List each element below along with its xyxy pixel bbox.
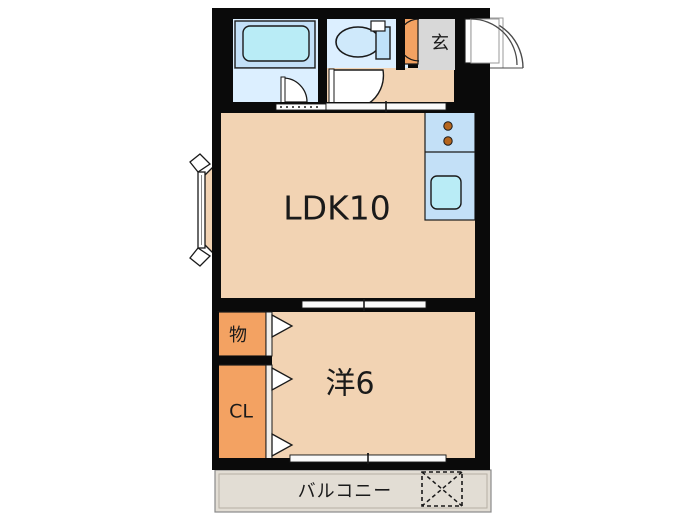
room-window-right-2 [367,454,447,463]
bath-toilet-divider [318,8,327,106]
western-room: 洋6 [268,312,482,464]
bathtub-inner [242,25,310,62]
entrance-door-leaf-2 [464,18,472,64]
balcony-inner-line [218,473,488,509]
western-room-label: 洋6 [325,367,374,402]
stove-burner-icon-2 [443,136,453,146]
ac-unit-cross-1 [421,471,463,507]
room-window-left-2 [289,454,369,463]
hallway [326,68,454,111]
cl-door-arrow-lower [271,432,294,458]
bay-window-cap-bottom [189,247,212,267]
toilet-room [326,18,408,68]
kitchen-sink-icon [430,175,462,210]
ldk-left-wall-top [212,113,221,155]
ldk-label: LDK10 [283,189,390,228]
storage-cl-divider-wall [212,356,272,365]
cl-label: CL [229,401,253,423]
ldk-right-wall [475,102,490,470]
ldk-left-wall-bottom [212,266,221,300]
entrance-bottom-wall [455,62,490,71]
cl-door-arrow-upper [271,366,294,392]
ldk-left-wall [212,112,221,298]
bay-window-cap-top [189,153,212,173]
stove-burner-icon-1 [443,121,453,131]
balcony-area: バルコニー [214,469,492,513]
toilet-flush-icon [370,20,386,32]
ldk-room-partition [212,298,490,312]
inner-walls [212,8,490,470]
room-left-wall [212,312,219,462]
balcony-label: バルコニー [298,481,393,502]
bathroom-left-wall [212,8,233,106]
toilet-genkan-divider [396,8,405,70]
entrance-door-group [464,18,518,66]
storage-box [217,311,267,357]
room-entry-door-right [363,300,427,309]
toilet-tank-icon [375,26,391,60]
storage-door-arrow [271,313,294,339]
ldk-sliding-door-left-2 [325,102,387,111]
top-outer-wall [212,8,490,19]
ldk-sliding-door-right-2 [385,102,447,111]
storage-closet: 物 [217,311,294,357]
ac-unit-cross-2 [421,471,463,507]
cl-closet: CL [217,364,294,461]
cl-box [217,364,267,461]
entrance-left-jamb [455,8,465,70]
ldk-room: LDK10 [220,102,482,298]
bathroom-door-leaf [280,76,286,104]
storage-door-leaf [265,311,273,357]
toilet-door-leaf [328,68,335,105]
western-room-floor [268,312,482,460]
entry-step-opening-dots [280,106,318,108]
entry-step-opening [275,103,327,111]
cl-door-leaf [265,364,273,461]
top-outer-wall-ext [455,8,490,19]
room-entry-door-left [301,300,365,309]
storage-label: 物 [229,325,247,346]
ac-outdoor-unit-box [421,471,463,507]
bathroom-unit [232,18,318,104]
entrance-door-swing-arc-2 [470,18,518,66]
genkan-label: 玄 [431,33,449,54]
